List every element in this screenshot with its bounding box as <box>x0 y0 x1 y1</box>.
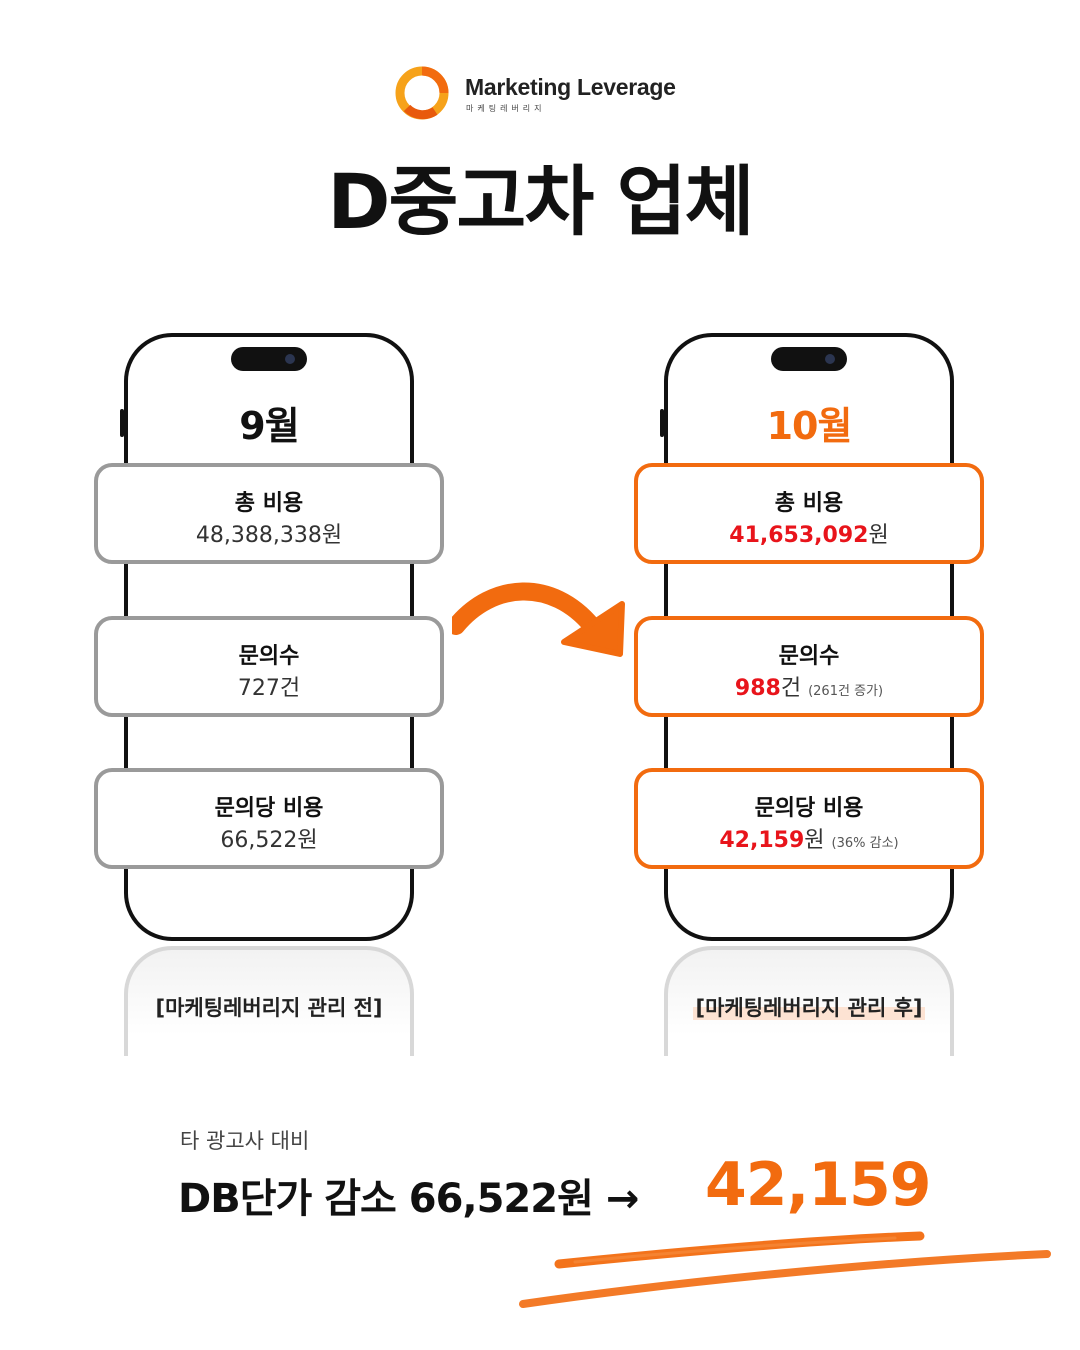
caption-before: [마케팅레버리지 관리 전] <box>155 996 383 1020</box>
month-before: 9월 <box>239 404 299 448</box>
metric-label: 총 비용 <box>774 491 844 516</box>
metric-card-cost-per-inquiry-before: 문의당 비용 66,522원 <box>94 768 444 869</box>
phone-reflection-before <box>124 946 414 1056</box>
camera-icon <box>825 354 835 364</box>
metric-value: 988건 (261건 증가) <box>734 676 884 701</box>
metric-card-cost-per-inquiry-after: 문의당 비용 42,159원 (36% 감소) <box>634 768 984 869</box>
brand-logo-icon <box>395 66 449 120</box>
phone-side-button <box>660 409 664 437</box>
metric-card-inquiries-after: 문의수 988건 (261건 증가) <box>634 616 984 717</box>
month-after: 10월 <box>766 404 853 448</box>
metric-label: 총 비용 <box>234 491 304 516</box>
camera-icon <box>285 354 295 364</box>
metric-note: (36% 감소) <box>831 836 899 851</box>
page-title: D중고차 업체 <box>327 157 754 246</box>
brush-underline-icon <box>519 1231 1051 1308</box>
metric-value: 42,159원 (36% 감소) <box>719 828 899 853</box>
metric-value: 66,522원 <box>220 828 318 853</box>
compare-label: 타 광고사 대비 <box>180 1129 310 1153</box>
metric-label: 문의수 <box>778 644 840 669</box>
metric-value: 727건 <box>237 676 301 701</box>
metric-card-total-cost-before: 총 비용 48,388,338원 <box>94 463 444 564</box>
metric-card-total-cost-after: 총 비용 41,653,092원 <box>634 463 984 564</box>
metric-label: 문의당 비용 <box>214 796 324 821</box>
summary-headline: DB단가 감소 66,522원 → <box>178 1176 639 1222</box>
metric-label: 문의수 <box>238 644 300 669</box>
phone-notch <box>231 347 307 371</box>
brand-name: Marketing Leverage <box>465 74 676 100</box>
metric-card-inquiries-before: 문의수 727건 <box>94 616 444 717</box>
phone-side-button <box>120 409 124 437</box>
result-value: 42,159 <box>705 1150 932 1220</box>
metric-value: 41,653,092원 <box>729 523 889 548</box>
brand-logo: Marketing Leverage 마케팅레버리지 <box>395 66 695 120</box>
curved-arrow-icon <box>452 582 625 657</box>
metric-note: (261건 증가) <box>808 684 884 699</box>
metric-value: 48,388,338원 <box>195 523 343 548</box>
caption-after: [마케팅레버리지 관리 후] <box>693 996 925 1020</box>
metric-label: 문의당 비용 <box>754 796 864 821</box>
phone-notch <box>771 347 847 371</box>
brand-sub-name: 마케팅레버리지 <box>466 104 546 113</box>
